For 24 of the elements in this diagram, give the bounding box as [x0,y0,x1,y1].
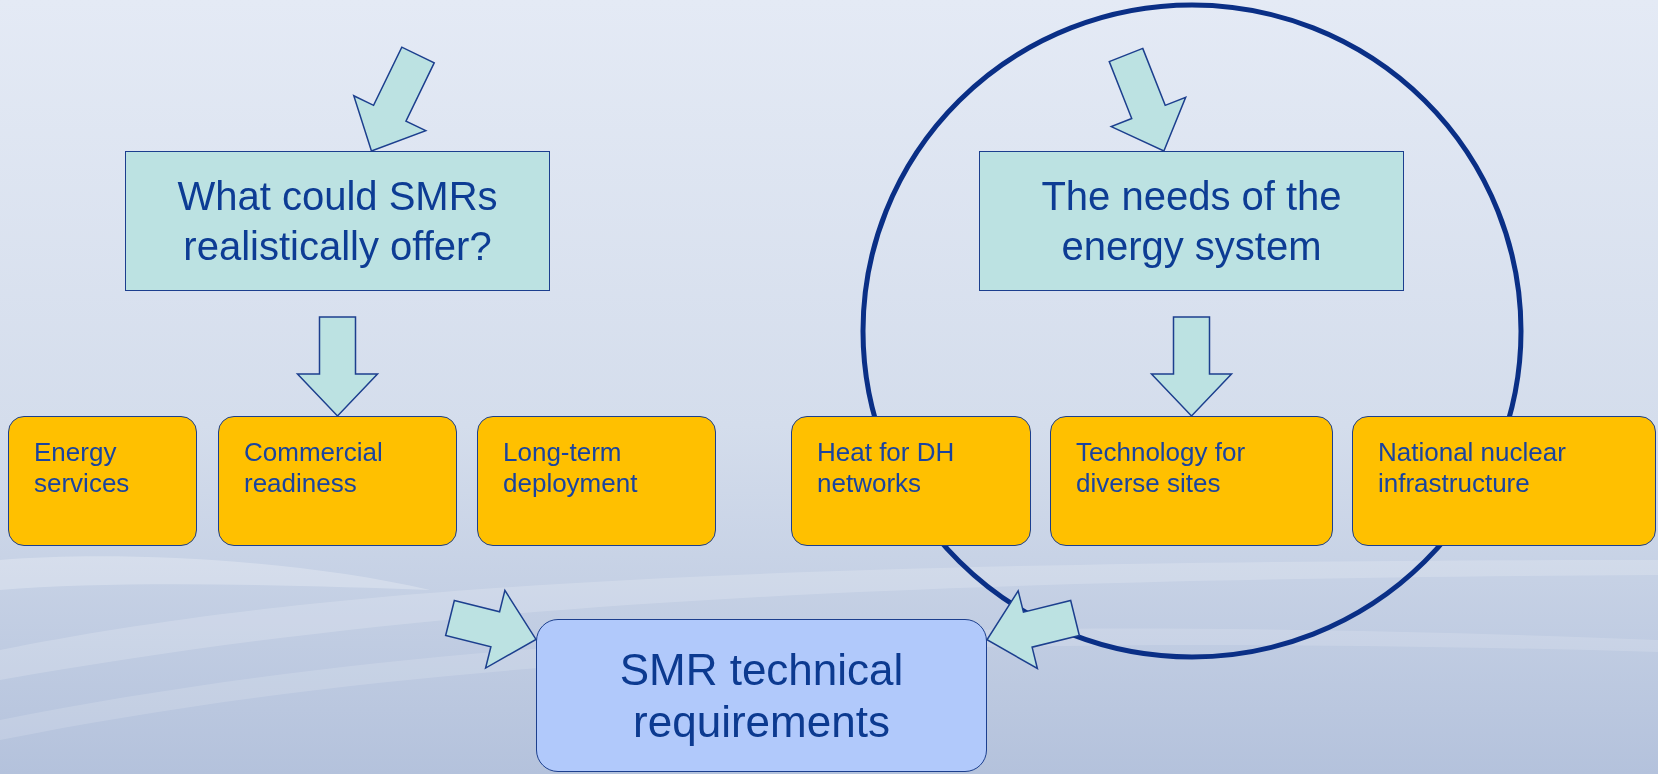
block-arrow [1149,316,1234,418]
question-box [125,151,550,291]
topic-box [791,416,1031,546]
question-box [979,151,1404,291]
block-arrow [985,588,1081,671]
block-arrow [352,46,436,152]
box-text: Energy services [34,437,130,498]
block-arrow [444,588,538,670]
box-text: Heat for DH networks [817,437,955,498]
topic-box [1352,416,1656,546]
box-text: Technology for diverse sites [1076,437,1246,498]
box-text: Commercial readiness [244,437,383,498]
box-text: SMR technical requirements [618,643,905,748]
result-box [536,619,987,772]
topic-box [218,416,457,546]
box-text: The needs of the energy system [1040,173,1343,270]
topic-box [1050,416,1333,546]
box-text: What could SMRs realistically offer? [176,173,499,270]
topic-box [477,416,716,546]
block-arrow [1108,47,1188,152]
topic-box [8,416,197,546]
block-arrow [295,316,380,418]
box-text: Long-term deployment [503,437,638,498]
box-text: National nuclear infrastructure [1378,437,1566,498]
